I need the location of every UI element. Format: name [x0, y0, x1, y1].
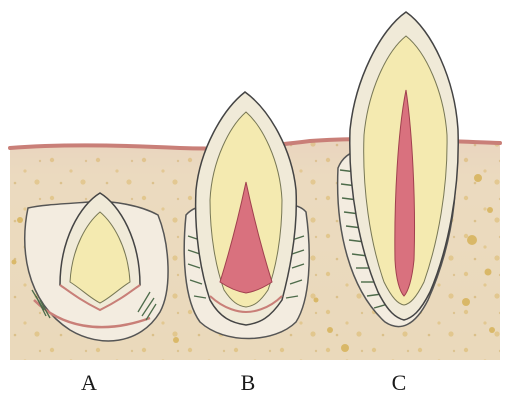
label-a: A: [81, 372, 97, 394]
label-c: C: [392, 372, 407, 394]
tooth-b-erupting: [184, 92, 309, 339]
label-b: B: [241, 372, 256, 394]
